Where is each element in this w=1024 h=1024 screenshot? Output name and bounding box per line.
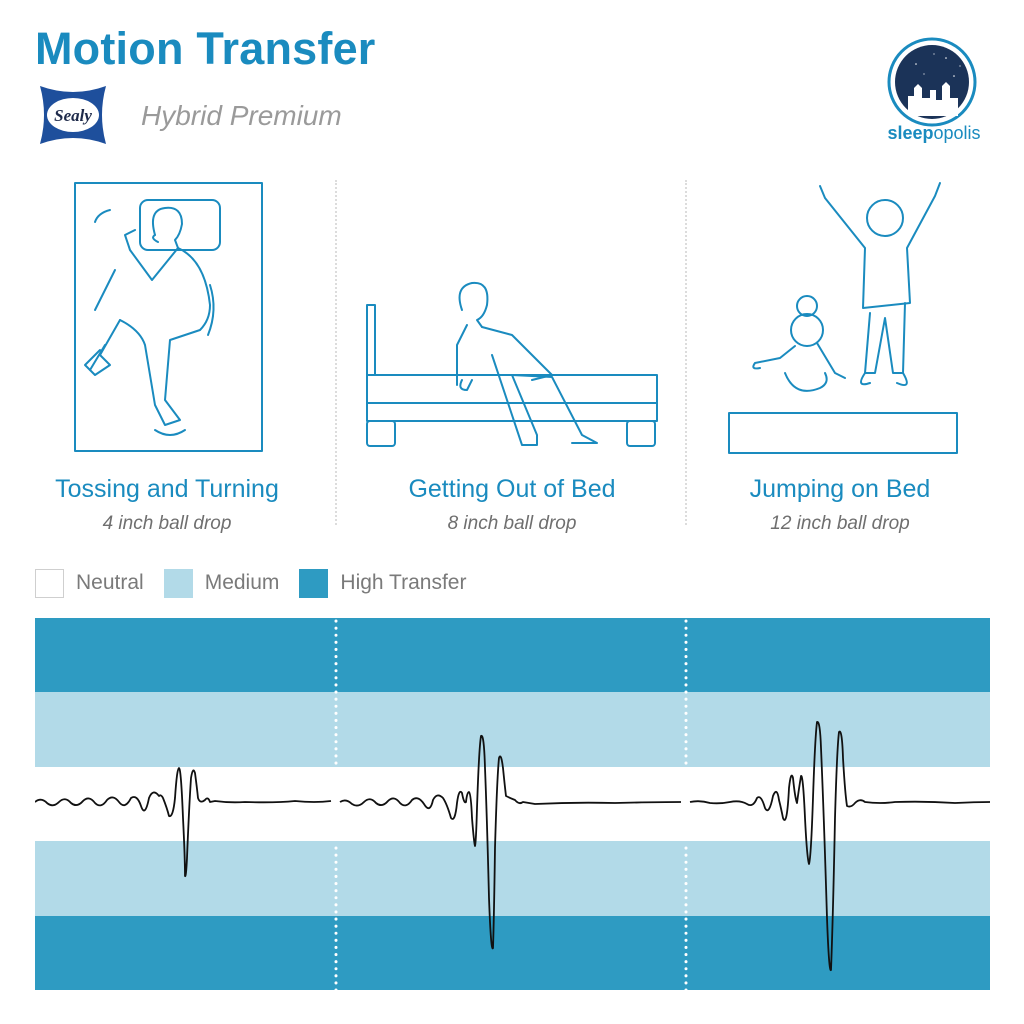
scene-3-label: Jumping on Bed <box>749 475 931 503</box>
scene-2-label: Getting Out of Bed <box>408 475 616 503</box>
scene-1-sub: 4 inch ball drop <box>102 513 232 534</box>
zone-neutral <box>35 767 990 841</box>
site-name-regular: opolis <box>933 123 981 143</box>
scene-1-label: Tossing and Turning <box>55 475 279 503</box>
zone-high-bottom <box>35 916 990 990</box>
legend-swatch-high <box>299 568 329 598</box>
jumping-on-bed-illustration-icon <box>728 182 958 454</box>
trace-12-inch <box>689 721 990 971</box>
site-name: sleepopolis <box>874 123 994 144</box>
site-name-bold: sleep <box>887 123 934 143</box>
page-title: Motion Transfer <box>35 23 376 74</box>
trace-4-inch <box>35 767 332 878</box>
tossing-turning-illustration-icon <box>74 182 263 452</box>
scene-divider <box>685 180 687 525</box>
chart-legend: Neutral Medium High Transfer <box>35 567 486 599</box>
legend-swatch-neutral <box>35 568 64 598</box>
zone-medium-bottom <box>35 841 990 916</box>
scene-3-sub: 12 inch ball drop <box>770 513 910 534</box>
sleepopolis-logo-icon <box>887 37 977 127</box>
svg-text:Sealy: Sealy <box>54 106 92 125</box>
legend-swatch-medium <box>163 568 193 598</box>
scene-divider <box>335 180 337 525</box>
motion-transfer-chart <box>35 618 990 990</box>
zone-high-top <box>35 618 990 692</box>
getting-out-of-bed-illustration-icon <box>366 281 658 447</box>
product-name: Hybrid Premium <box>141 100 342 131</box>
sealy-logo: Sealy <box>40 86 106 144</box>
section-dividers <box>334 619 688 990</box>
legend-label-medium: Medium <box>204 571 280 594</box>
scene-2-sub: 8 inch ball drop <box>447 513 577 534</box>
trace-8-inch <box>339 734 682 950</box>
legend-label-neutral: Neutral <box>76 571 144 594</box>
zone-medium-top <box>35 692 990 767</box>
legend-label-high: High Transfer <box>340 571 467 594</box>
